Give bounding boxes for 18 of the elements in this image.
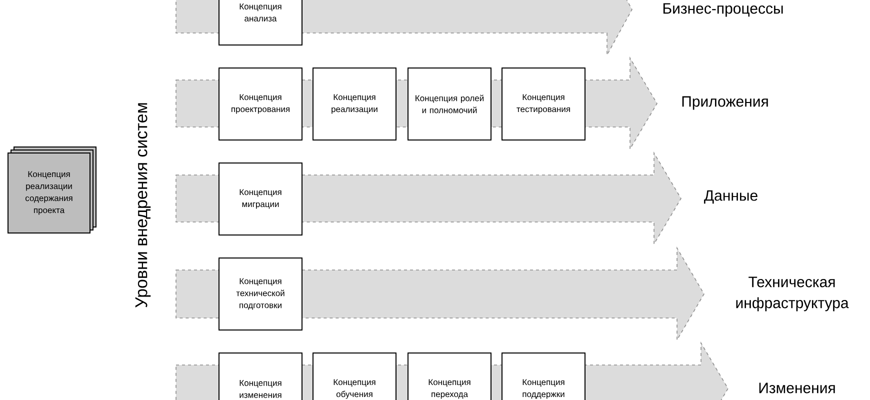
concept-box: Концепция поддержки [502, 352, 586, 400]
concept-box: Концепция изменения [218, 352, 302, 400]
concept-box: Концепция перехода [408, 352, 492, 400]
node-label: Бизнес-процессы [663, 3, 783, 17]
concept-box: Концепция обучения [312, 352, 396, 400]
concept-box: Концепция технической подготовки [218, 258, 302, 330]
node-label: Данные [704, 190, 758, 204]
concept-box: Концепция миграции [218, 162, 302, 236]
concept-box: Концепция анализа [218, 0, 302, 46]
concept-box: Концепция тестирования [502, 68, 586, 140]
node-label: Техническая инфраструктура [736, 276, 849, 312]
node-label: Изменения [759, 382, 835, 394]
axis-label: Уровни внедрения систем [135, 103, 151, 308]
concept-box: Концепция проектрования [218, 68, 302, 140]
concept-box: Концепция ролей и полномочий [408, 68, 492, 140]
concept-box: Концепция реализации [312, 68, 396, 140]
stacked-document-box: Концепция реализации содержания проекта [8, 146, 96, 234]
node-label: Приложения [682, 96, 768, 110]
